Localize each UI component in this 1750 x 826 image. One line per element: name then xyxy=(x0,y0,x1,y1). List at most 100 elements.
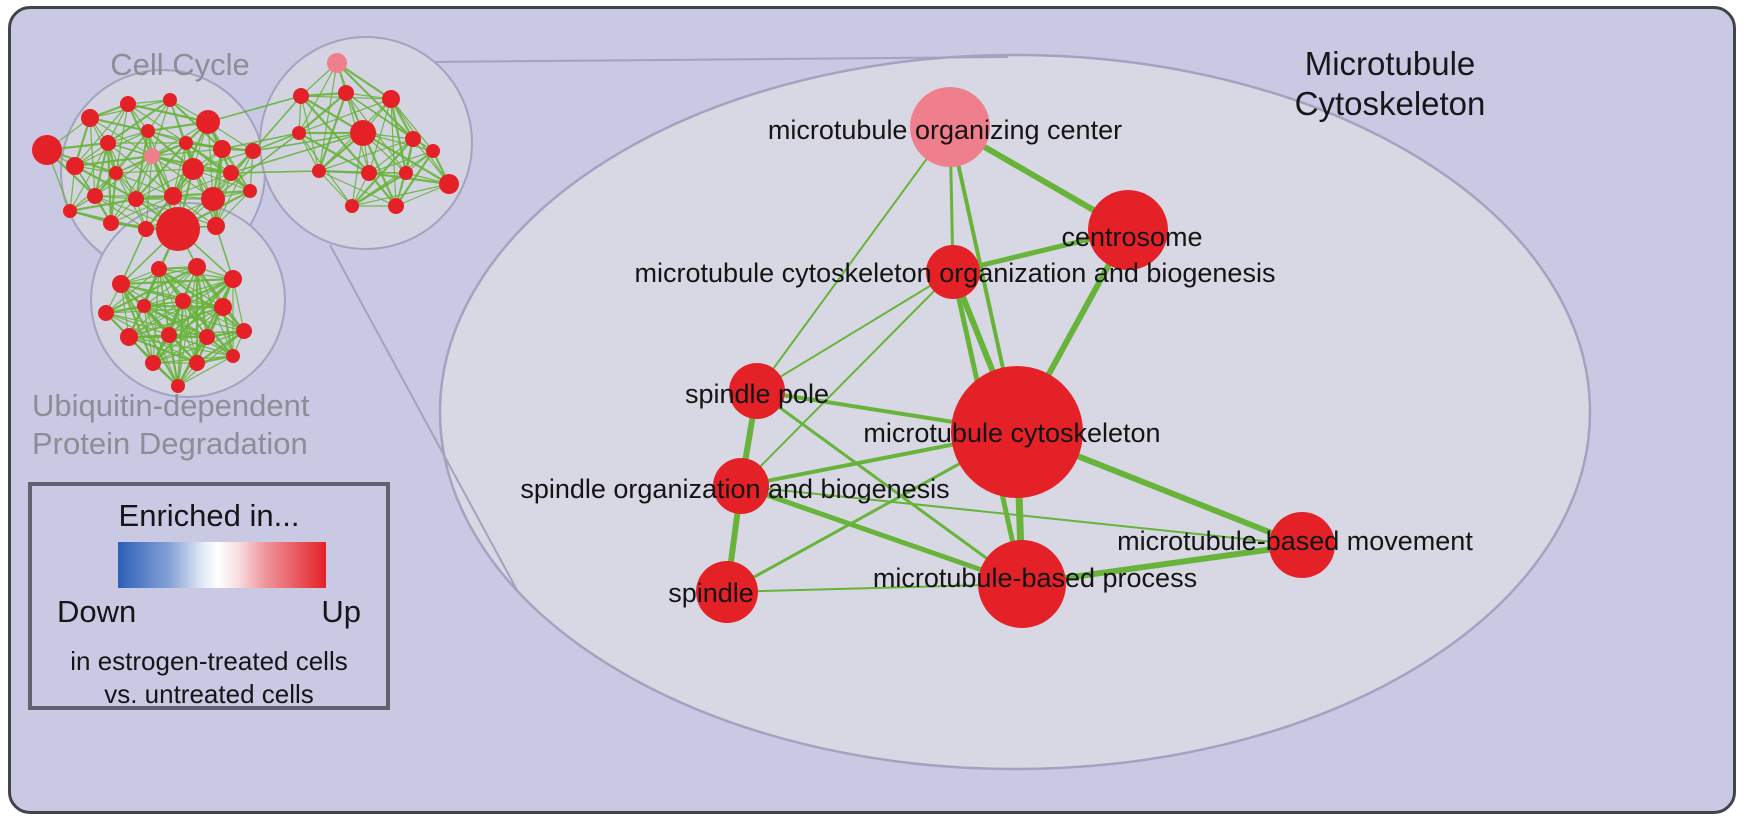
mini-node xyxy=(189,355,205,371)
mini-edge xyxy=(110,195,174,224)
mini-edge xyxy=(109,172,118,224)
mini-edge xyxy=(115,168,194,174)
mini-edge xyxy=(128,300,184,338)
mini-edge xyxy=(300,95,370,174)
mini-node xyxy=(327,53,347,73)
mini-bridge-edge xyxy=(207,95,302,123)
mini-bridge-edge xyxy=(212,132,300,200)
mini-edge xyxy=(368,98,392,174)
mini-node xyxy=(293,88,309,104)
legend-up-label: Up xyxy=(321,594,361,629)
mini-edge xyxy=(298,62,338,134)
node-moc xyxy=(910,87,990,167)
mini-edge xyxy=(134,130,150,200)
node-label-moc: microtubule organizing center xyxy=(768,115,1122,145)
mini-node xyxy=(188,258,206,276)
mini-node xyxy=(128,191,144,207)
mini-node xyxy=(439,174,459,194)
mini-node xyxy=(223,165,239,181)
magnifier-line xyxy=(427,56,1009,63)
mini-node xyxy=(345,199,359,213)
mini-edge xyxy=(105,306,224,314)
cluster-label-ubiquitin-line1: Ubiquitin-dependent xyxy=(32,388,310,423)
mini-edge xyxy=(298,132,370,174)
mini-node xyxy=(405,131,421,147)
mini-node xyxy=(120,96,136,112)
mini-edge xyxy=(336,62,392,100)
node-sob xyxy=(713,458,769,514)
edge-sob-mbp xyxy=(740,483,1023,587)
mini-edge xyxy=(196,330,245,364)
legend-down-label: Down xyxy=(57,594,137,629)
edge-mbp-mbm xyxy=(1021,542,1303,587)
mini-node xyxy=(164,187,182,205)
mini-edge xyxy=(143,266,198,307)
edge-sob-mbm xyxy=(740,485,1303,546)
mini-node xyxy=(63,204,77,218)
mini-node xyxy=(151,261,167,277)
mini-edge xyxy=(151,148,223,157)
mini-node xyxy=(175,293,191,309)
mini-bridge-edge xyxy=(252,95,302,152)
mini-edge xyxy=(143,305,154,364)
legend-endpoint-labels: Down Up xyxy=(57,594,361,630)
mini-node xyxy=(144,148,160,164)
mini-node xyxy=(179,136,193,150)
mini-node xyxy=(199,329,215,345)
mini-edge xyxy=(89,117,153,157)
mini-edge xyxy=(390,98,434,152)
mini-bridge-edge xyxy=(230,132,364,174)
mini-edge xyxy=(128,335,198,365)
mini-edge xyxy=(368,138,414,174)
mini-edge xyxy=(168,306,224,336)
node-mbp xyxy=(978,540,1066,628)
mini-edge xyxy=(69,142,109,212)
mini-edge xyxy=(298,132,320,172)
mini-node xyxy=(236,323,252,339)
mini-edge xyxy=(176,300,185,387)
mini-edge xyxy=(298,92,347,134)
mini-bridge-edge xyxy=(120,228,147,285)
mini-edge xyxy=(106,142,113,224)
mini-edge xyxy=(182,277,234,303)
mini-node xyxy=(388,198,404,214)
mini-node xyxy=(207,217,225,235)
mini-edge xyxy=(182,300,198,364)
mini-edge xyxy=(105,268,160,314)
mini-edge xyxy=(110,155,153,224)
mini-edge xyxy=(336,62,414,140)
edge-spindle_pole-mbp xyxy=(756,389,1023,586)
mini-edge xyxy=(368,150,434,174)
mini-edge xyxy=(128,305,224,339)
mini-bridge-edge xyxy=(215,225,234,280)
cluster-label-microtubule-line2: Cytoskeleton xyxy=(1294,85,1486,122)
node-centrosome xyxy=(1088,190,1168,270)
mini-edge xyxy=(152,330,245,364)
node-label-mcob: microtubule cytoskeleton organization an… xyxy=(635,258,1276,288)
mini-edge xyxy=(74,165,137,200)
mini-node xyxy=(245,143,261,159)
mini-edge xyxy=(107,99,171,144)
mini-edge xyxy=(127,102,209,124)
mini-node xyxy=(399,166,413,180)
mini-node xyxy=(163,93,177,107)
mini-edge xyxy=(152,278,234,364)
mini-node xyxy=(81,109,99,127)
node-mc xyxy=(951,366,1083,498)
mini-node xyxy=(100,135,116,151)
mini-node xyxy=(141,124,155,138)
mini-edge xyxy=(74,154,153,168)
legend-subtitle-line1: in estrogen-treated cells xyxy=(70,646,348,676)
cluster-label-ubiquitin-line2: Protein Degradation xyxy=(32,426,308,461)
node-label-spindle_pole: spindle pole xyxy=(685,379,829,409)
mini-edge xyxy=(94,195,147,230)
mini-edge xyxy=(351,150,434,207)
mini-node xyxy=(382,90,400,108)
mini-edge xyxy=(105,312,170,336)
mini-edge xyxy=(127,103,153,157)
mini-edge xyxy=(318,170,353,207)
mini-node xyxy=(66,157,84,175)
mini-edge xyxy=(215,150,254,227)
mini-bridge-edge xyxy=(221,132,300,150)
mini-edge xyxy=(362,132,450,185)
